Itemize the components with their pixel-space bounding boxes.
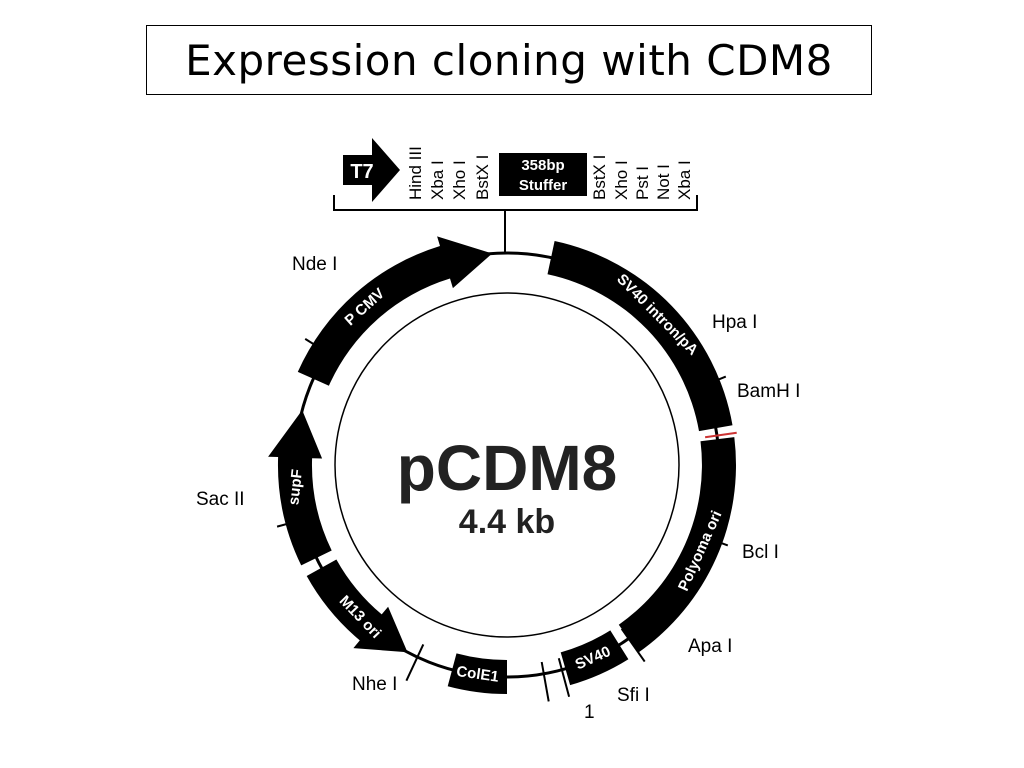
polylinker-site-bstx-2: BstX I	[590, 155, 609, 200]
plasmid-size: 4.4 kb	[459, 503, 555, 541]
sac-label: Sac II	[196, 489, 245, 510]
stuffer-box	[499, 153, 587, 196]
origin-label: 1	[584, 702, 595, 723]
sfi-label: Sfi I	[617, 685, 650, 706]
polylinker-site-hind: Hind III	[406, 146, 425, 200]
title-box: Expression cloning with CDM8	[146, 25, 872, 95]
t7-arrow	[343, 138, 400, 202]
plasmid-name: pCDM8	[397, 432, 617, 504]
polylinker-site-xba: Xba I	[428, 160, 447, 200]
bcl-tick	[694, 532, 729, 547]
supf-label: supF	[285, 468, 306, 505]
m13-ori-arrow	[306, 559, 408, 653]
bamh-label: BamH I	[737, 381, 800, 402]
pcmv-arrow	[297, 236, 493, 386]
hpa-tick	[692, 375, 727, 392]
origin-tick	[540, 661, 550, 702]
nhe-tick	[405, 643, 425, 682]
polylinker-site-pst: Pst I	[633, 166, 652, 200]
slide-title: Expression cloning with CDM8	[185, 35, 833, 85]
sv40-intron-label: SV40 intron/pA	[613, 271, 701, 359]
bcl-label: Bcl I	[742, 542, 779, 563]
polylinker-site-xho-2: Xho I	[612, 160, 631, 200]
stuffer-line2: Stuffer	[519, 177, 567, 194]
cole1-label: ColE1	[455, 663, 499, 686]
polylinker: T7 Hind III Xba I Xho I BstX I 358bp Stu…	[333, 138, 698, 253]
polylinker-site-not: Not I	[654, 164, 673, 200]
sac-tick	[276, 515, 316, 528]
cole1-box	[447, 653, 507, 694]
nde-label: Nde I	[292, 254, 337, 275]
apa-tick	[620, 628, 646, 663]
t7-label: T7	[350, 161, 373, 183]
inner-circle	[334, 292, 680, 638]
nde-tick	[304, 338, 340, 361]
sv40-box	[560, 630, 629, 686]
polylinker-site-bstx: BstX I	[473, 155, 492, 200]
bamh-tick	[704, 431, 737, 439]
nhe-label: Nhe I	[352, 674, 397, 695]
apa-label: Apa I	[688, 636, 732, 657]
sv40-intron-box	[547, 241, 733, 432]
polylinker-site-xho: Xho I	[450, 160, 469, 200]
stuffer-line1: 358bp	[521, 157, 564, 174]
polylinker-bracket	[333, 195, 698, 211]
hpa-label: Hpa I	[712, 312, 757, 333]
sfi-tick	[557, 657, 571, 698]
supf-arrow	[268, 410, 332, 566]
polylinker-site-xba-2: Xba I	[675, 160, 694, 200]
polyoma-ori-box	[618, 437, 737, 653]
